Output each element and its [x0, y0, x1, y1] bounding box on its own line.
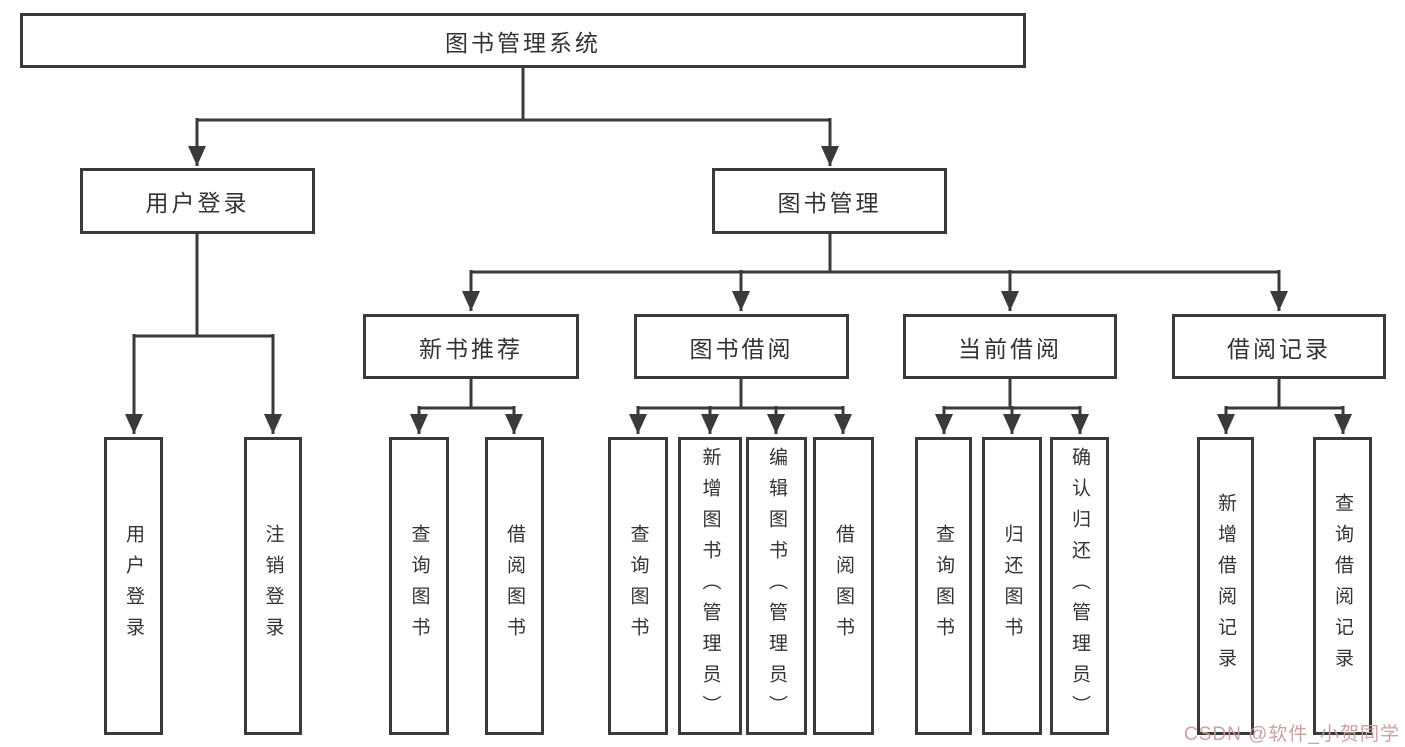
node-label: 查询图书	[408, 524, 430, 648]
node-library-management-system: 图书管理系统	[20, 13, 1026, 68]
csdn-watermark: CSDN @软件_小贺同学	[1184, 724, 1400, 745]
node-label: 新增借阅记录	[1215, 493, 1236, 679]
node-label: 确认归还（管理员）	[1069, 446, 1090, 726]
node-label: 注销登录	[262, 524, 284, 648]
node-new-book-recommendation: 新书推荐	[363, 314, 579, 379]
node-borrow-books-borrowing: 借阅图书	[813, 437, 874, 735]
node-query-borrow-record: 查询借阅记录	[1313, 437, 1372, 735]
node-label: 编辑图书（管理员）	[766, 446, 787, 726]
node-borrowing-records: 借阅记录	[1172, 314, 1386, 379]
node-book-management: 图书管理	[712, 168, 947, 234]
node-add-borrow-record: 新增借阅记录	[1197, 437, 1254, 735]
node-label: 查询图书	[933, 524, 954, 648]
node-borrow-books-recommend: 借阅图书	[485, 437, 544, 735]
node-query-books-recommend: 查询图书	[389, 437, 449, 735]
node-return-books: 归还图书	[982, 437, 1042, 735]
node-user-login: 用户登录	[80, 168, 315, 234]
node-label: 查询图书	[627, 524, 649, 648]
node-edit-books-admin: 编辑图书（管理员）	[746, 437, 807, 735]
node-label: 用户登录	[123, 524, 144, 648]
node-user-login-leaf: 用户登录	[104, 437, 163, 735]
node-label: 归还图书	[1001, 524, 1023, 648]
node-query-books-current: 查询图书	[915, 437, 972, 735]
node-label: 查询借阅记录	[1332, 493, 1353, 679]
node-add-books-admin: 新增图书（管理员）	[678, 437, 742, 735]
node-logout-leaf: 注销登录	[244, 437, 302, 735]
node-query-books-borrowing: 查询图书	[608, 437, 668, 735]
node-book-borrowing: 图书借阅	[634, 314, 849, 379]
node-label: 借阅图书	[833, 524, 854, 648]
node-current-borrowing: 当前借阅	[903, 314, 1117, 379]
node-label: 新增图书（管理员）	[699, 446, 721, 726]
node-confirm-return-admin: 确认归还（管理员）	[1050, 437, 1109, 735]
node-label: 借阅图书	[504, 524, 525, 648]
